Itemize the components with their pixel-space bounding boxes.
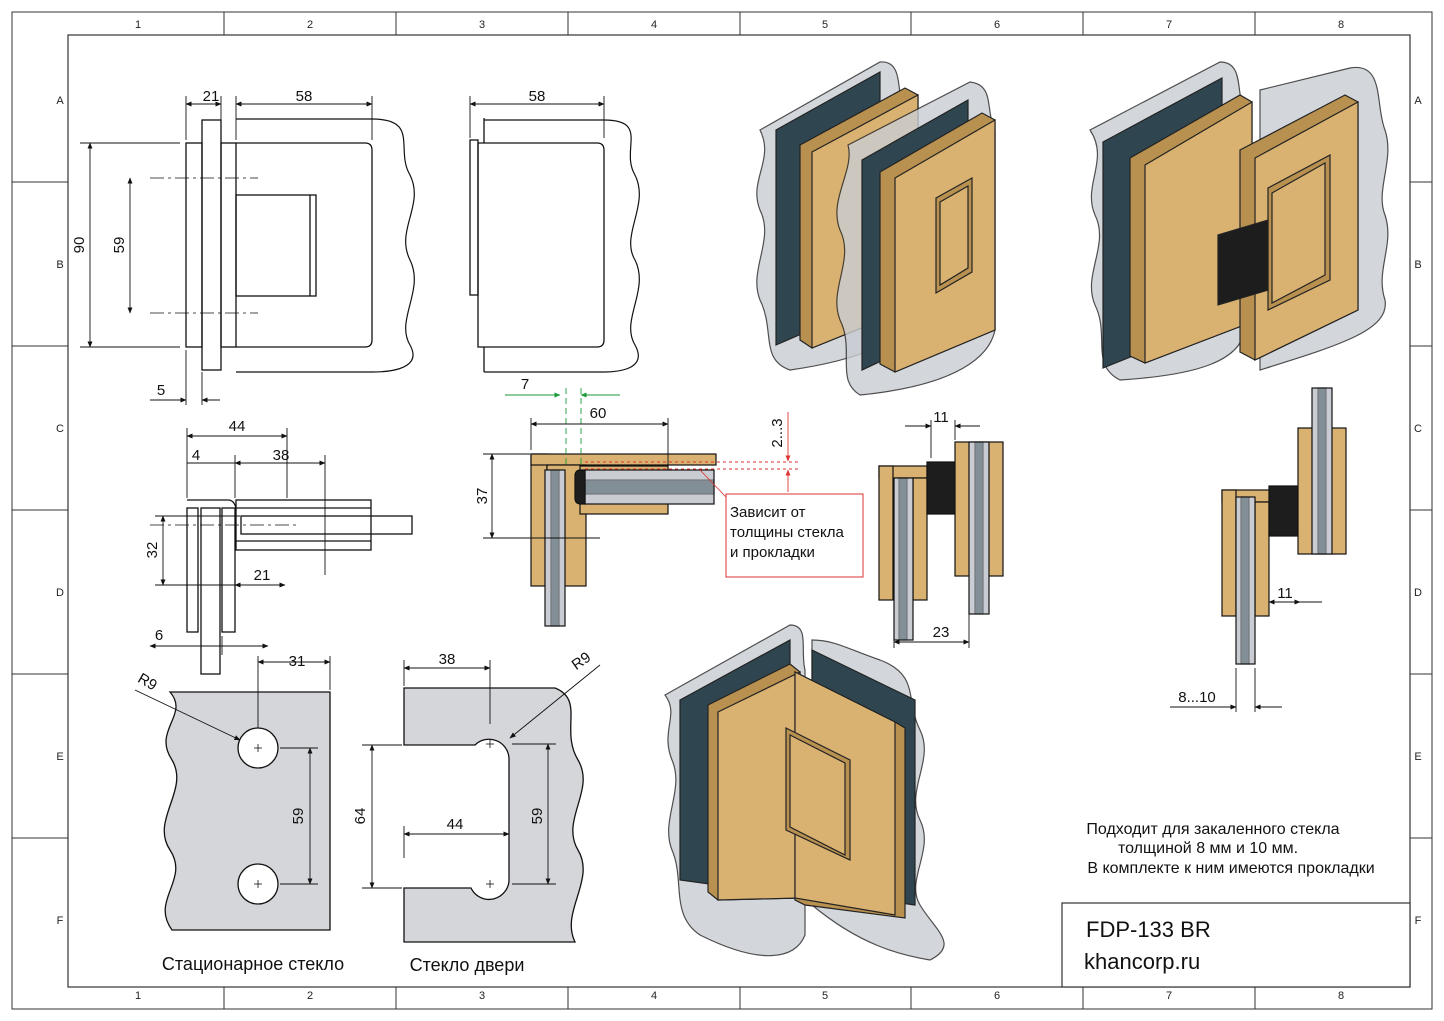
dim-door-59: 59 [529,808,546,825]
grid-col-8: 8 [1338,19,1344,31]
dim-32: 32 [144,542,161,559]
front-view-dimensions [80,96,373,405]
grid-col-1: 1 [135,19,141,31]
front-view [150,118,415,373]
dim-open-11: 11 [933,409,949,426]
side-view [469,118,640,373]
dim-31: 31 [289,653,306,670]
dim-2-3: 2...3 [769,418,786,447]
drawing-frame [11,11,1433,1010]
callout-line-2: толщины стекла [730,524,844,541]
open-hinge-section [878,441,1004,641]
grid-row-a: A [56,95,64,107]
grid-col-2-bottom: 2 [307,990,313,1002]
grid-row-c-right: C [1414,423,1422,435]
open-hinge-dimensions [893,420,980,648]
grid-col-6: 6 [994,19,1000,31]
grid-row-b-right: B [1414,259,1421,271]
closed-hinge-dimension-text: 11 8...10 [1178,585,1293,706]
grid-row-f: F [57,915,64,927]
grid-col-2: 2 [307,19,313,31]
front-view-dimension-text: 21 58 90 59 5 [71,88,312,399]
note-line-2: толщиной 8 мм и 10 мм. [1118,840,1298,857]
side-view-dimensions [469,96,605,138]
door-glass-dimensions [362,660,601,889]
dim-fixed-59: 59 [290,808,307,825]
dim-90: 90 [71,237,88,254]
grid-row-b: B [56,259,63,271]
note-line-3: В комплекте к ним имеются прокладки [1087,860,1374,877]
dim-59: 59 [111,237,128,254]
dim-60: 60 [590,405,607,422]
fixed-glass-label: Стационарное стекло [162,954,344,974]
dim-closed-11: 11 [1277,585,1293,602]
dim-4: 4 [192,447,200,464]
top-view-dimensions [149,428,326,655]
open-hinge-dimension-text: 11 23 [933,409,950,641]
dim-door-r9: R9 [569,649,594,674]
grid-row-d: D [56,587,64,599]
top-view [150,499,413,675]
grid-row-e-right: E [1414,751,1421,763]
grid-col-5: 5 [822,19,828,31]
grid-labels: 1 2 3 4 5 6 7 8 1 2 3 4 5 6 7 8 A B C D … [56,19,1422,1002]
grid-col-5-bottom: 5 [822,990,828,1002]
grid-col-7-bottom: 7 [1166,990,1172,1002]
section-view-dimensions [483,388,864,578]
dim-7: 7 [521,376,529,393]
installation-note: Подходит для закаленного стекла толщиной… [1086,821,1374,877]
thickness-callout: Зависит от толщины стекла и прокладки [730,504,844,561]
grid-col-8-bottom: 8 [1338,990,1344,1002]
dim-23: 23 [933,624,950,641]
dim-38: 38 [273,447,290,464]
hinge-3d-render-book [664,624,945,961]
dim-5: 5 [157,382,165,399]
grid-col-7: 7 [1166,19,1172,31]
dim-37: 37 [474,488,491,505]
model-number: FDP-133 BR [1086,917,1211,942]
grid-col-3-bottom: 3 [479,990,485,1002]
dim-21: 21 [203,88,220,105]
grid-col-4: 4 [651,19,657,31]
hinge-3d-render-closed [1089,61,1389,381]
grid-col-1-bottom: 1 [135,990,141,1002]
website: khancorp.ru [1084,949,1200,974]
section-view [530,453,717,627]
grid-row-e: E [56,751,63,763]
closed-hinge-section [1221,387,1347,665]
grid-row-a-right: A [1414,95,1422,107]
hinge-3d-render-open-front [756,61,996,396]
note-line-1: Подходит для закаленного стекла [1086,821,1339,838]
grid-col-6-bottom: 6 [994,990,1000,1002]
dim-44: 44 [229,418,246,435]
dim-8-10: 8...10 [1178,689,1216,706]
callout-line-1: Зависит от [730,504,806,521]
grid-col-3: 3 [479,19,485,31]
fixed-glass-dimensions [134,656,331,885]
dim-door-44: 44 [447,816,464,833]
dim-6: 6 [155,627,163,644]
title-block: FDP-133 BR khancorp.ru [1061,902,1411,988]
fixed-glass-cutout [163,691,331,931]
dim-side-58: 58 [529,88,546,105]
grid-col-4-bottom: 4 [651,990,657,1002]
callout-line-3: и прокладки [730,544,815,561]
door-glass-cutout [403,687,584,943]
grid-row-d-right: D [1414,587,1422,599]
section-view-dimension-text: 7 60 37 2...3 [474,376,786,504]
dim-64: 64 [352,808,369,825]
grid-row-f-right: F [1415,915,1422,927]
dim-top-21: 21 [254,567,271,584]
grid-row-c: C [56,423,64,435]
top-view-dimension-text: 44 4 38 32 21 6 [144,418,289,644]
dim-door-38: 38 [439,651,456,668]
closed-hinge-dimensions [1170,599,1322,712]
dim-fixed-r9: R9 [135,670,160,694]
door-glass-label: Стекло двери [410,955,525,975]
dim-58: 58 [296,88,313,105]
